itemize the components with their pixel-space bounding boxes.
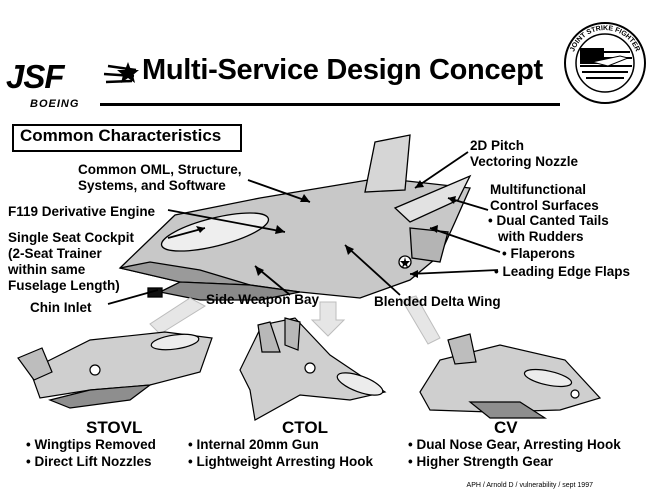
label-2d-nozzle: 2D Pitch Vectoring Nozzle xyxy=(470,138,579,169)
label-leading-edge-flaps: • Leading Edge Flaps xyxy=(494,264,630,279)
label-engine: F119 Derivative Engine xyxy=(8,204,156,219)
leader-lines xyxy=(107,151,501,305)
variant-arrows xyxy=(149,295,441,345)
list-item: • Wingtips Removed xyxy=(26,437,156,452)
label-control-surfaces: Multifunctional Control Surfaces xyxy=(490,182,599,213)
label-side-weapon-bay: Side Weapon Bay xyxy=(206,292,320,307)
variant-name-cv: CV xyxy=(494,418,518,437)
main-aircraft-image xyxy=(118,134,472,301)
jsf-logo: JSF xyxy=(6,58,65,95)
variant-features-ctol: • Internal 20mm Gun • Lightweight Arrest… xyxy=(188,436,373,470)
label-flaperons: • Flaperons xyxy=(502,246,575,261)
list-item: • Higher Strength Gear xyxy=(408,454,553,469)
variant-name-ctol: CTOL xyxy=(282,418,328,437)
label-chin-inlet: Chin Inlet xyxy=(30,300,92,315)
cv-aircraft-image xyxy=(419,333,602,419)
common-characteristics-box xyxy=(12,124,242,152)
label-dual-canted-tails: • Dual Canted Tails with Rudders xyxy=(488,213,609,244)
variant-features-cv: • Dual Nose Gear, Arresting Hook • Highe… xyxy=(408,436,621,470)
stovl-aircraft-image xyxy=(17,331,213,409)
jsf-seal xyxy=(564,22,646,104)
logo-star-icon xyxy=(117,62,139,83)
list-item: • Direct Lift Nozzles xyxy=(26,454,152,469)
variant-features-stovl: • Wingtips Removed • Direct Lift Nozzles xyxy=(26,436,156,470)
label-cockpit: Single Seat Cockpit (2-Seat Trainer with… xyxy=(8,230,135,293)
ctol-aircraft-image xyxy=(239,317,387,421)
list-item: • Dual Nose Gear, Arresting Hook xyxy=(408,437,621,452)
header-rule xyxy=(100,103,560,106)
boeing-logo: BOEING xyxy=(30,98,80,110)
footer-credit: APH / Arnold D / vulnerability / sept 19… xyxy=(466,482,593,489)
jsf-seal-label-area xyxy=(562,22,648,108)
list-item: • Internal 20mm Gun xyxy=(188,437,319,452)
label-blended-delta-wing: Blended Delta Wing xyxy=(374,294,501,309)
list-item: • Lightweight Arresting Hook xyxy=(188,454,373,469)
common-characteristics-heading: Common Characteristics xyxy=(20,126,222,145)
leader-arrowheads xyxy=(196,180,456,278)
page-title: Multi-Service Design Concept xyxy=(142,54,543,86)
label-common-oml: Common OML, Structure, Systems, and Soft… xyxy=(78,162,242,193)
variant-name-stovl: STOVL xyxy=(86,418,143,437)
